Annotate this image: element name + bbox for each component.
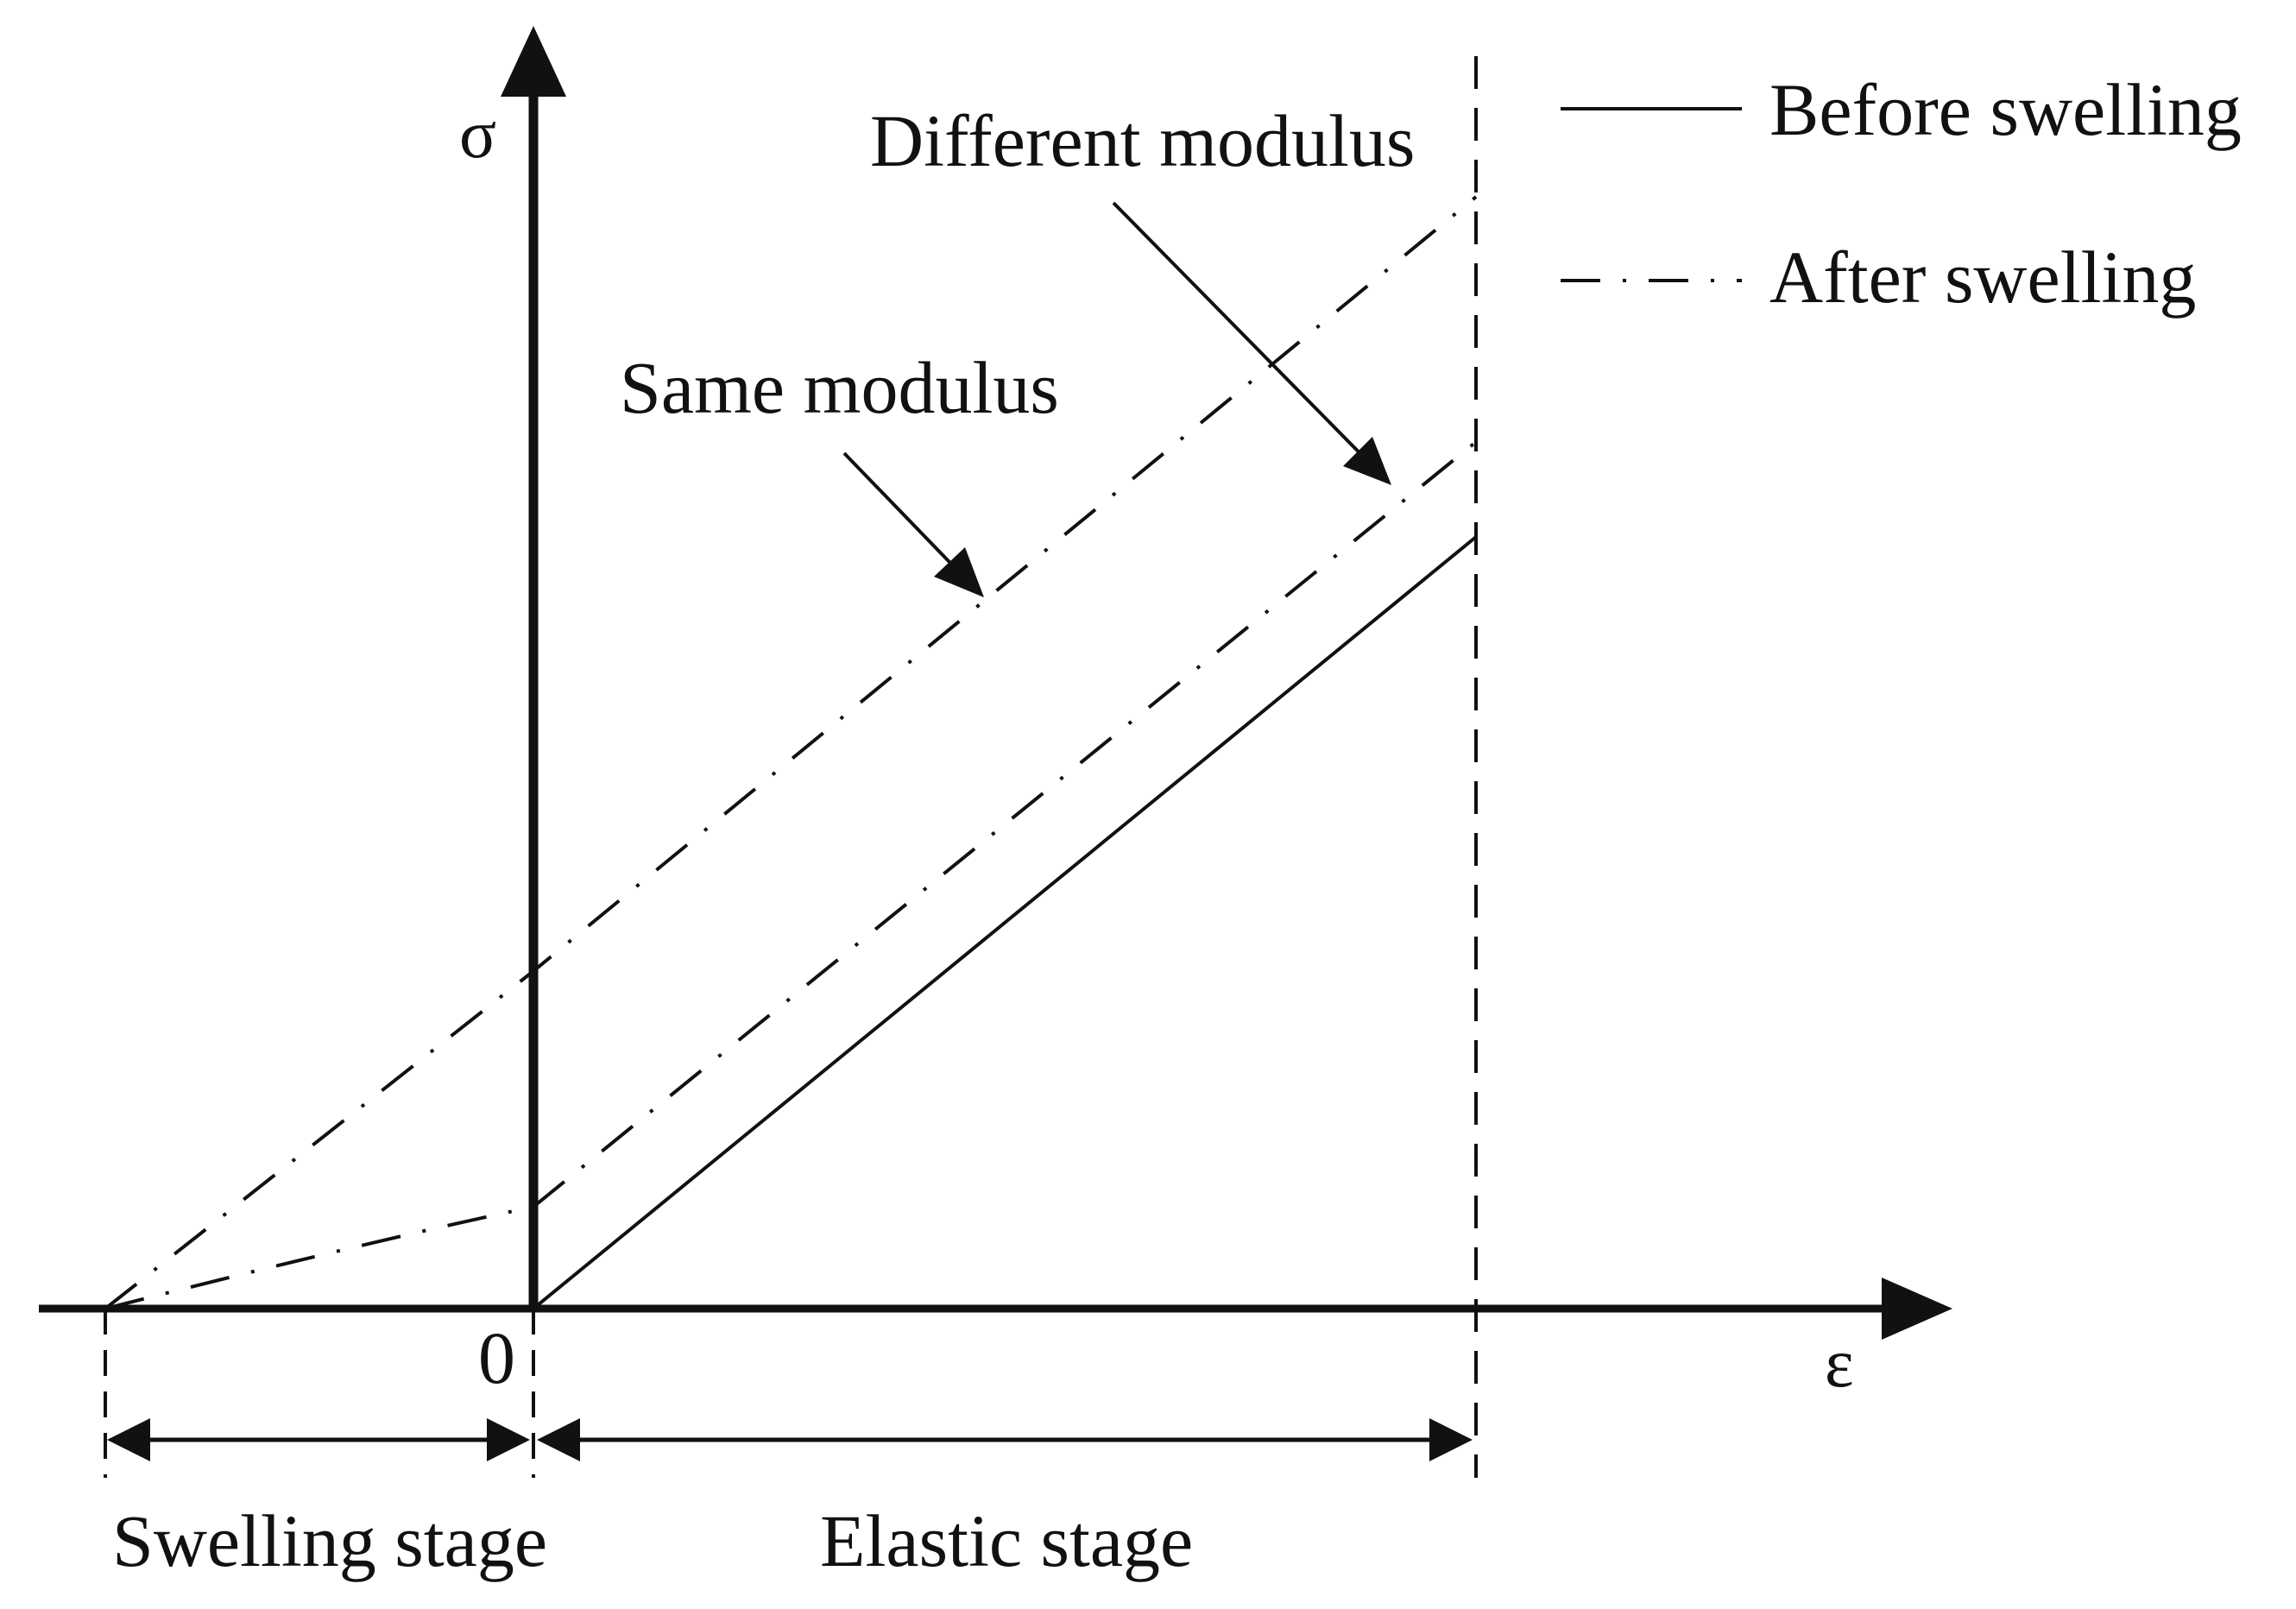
y-axis-arrow-icon — [501, 26, 566, 97]
elastic-stage-right-arrowhead-icon — [1429, 1418, 1473, 1461]
after-swelling-curve-same-modulus — [104, 195, 1478, 1310]
same-modulus-arrowhead-icon — [934, 547, 984, 597]
x-axis-label: ε — [1825, 1326, 1854, 1402]
swelling-stage-right-arrowhead-icon — [487, 1418, 530, 1461]
legend-label-after-swelling: After swelling — [1769, 236, 2196, 319]
elastic-stage-left-arrowhead-icon — [537, 1418, 580, 1461]
swelling-stage-left-arrowhead-icon — [107, 1418, 150, 1461]
same-modulus-label: Same modulus — [620, 346, 1059, 429]
x-axis-arrow-icon — [1882, 1278, 1952, 1340]
different-modulus-label: Different modulus — [870, 99, 1415, 182]
origin-label: 0 — [478, 1316, 515, 1399]
different-modulus-arrowhead-icon — [1343, 437, 1391, 485]
legend: Before swelling After swelling — [1561, 68, 2242, 319]
legend-label-before-swelling: Before swelling — [1769, 68, 2242, 151]
different-modulus-arrow — [1112, 201, 1388, 482]
swelling-stage-label: Swelling stage — [112, 1499, 547, 1582]
y-axis-label: σ — [459, 97, 496, 173]
elastic-stage-label: Elastic stage — [820, 1499, 1193, 1582]
before-swelling-curve — [532, 535, 1478, 1310]
after-swelling-curve-different-modulus — [104, 440, 1478, 1310]
